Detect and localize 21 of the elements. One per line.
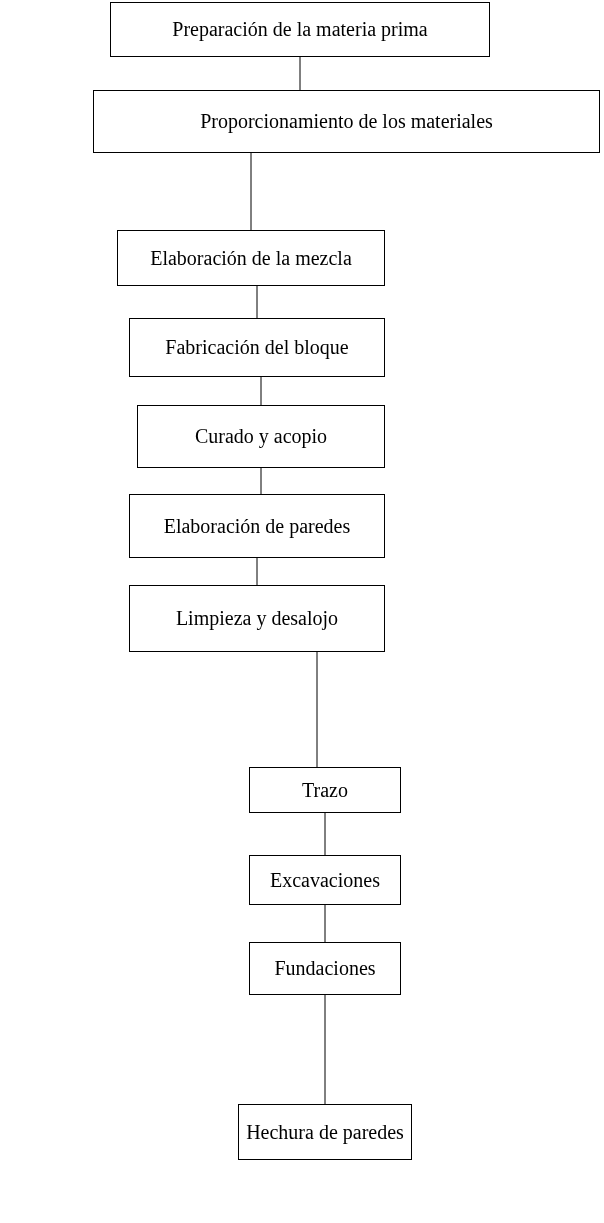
process-box: Curado y acopio <box>137 405 385 468</box>
process-box: Elaboración de paredes <box>129 494 385 558</box>
process-box: Fabricación del bloque <box>129 318 385 377</box>
connector-line <box>250 152 252 231</box>
connector-line <box>260 376 262 406</box>
process-box: Proporcionamiento de los materiales <box>93 90 600 153</box>
connector-line <box>316 651 318 768</box>
connector-line <box>324 812 326 856</box>
connector-line <box>299 56 301 91</box>
connector-line <box>324 904 326 943</box>
process-box: Excavaciones <box>249 855 401 905</box>
process-box: Hechura de paredes <box>238 1104 412 1160</box>
connector-line <box>260 467 262 495</box>
process-box: Fundaciones <box>249 942 401 995</box>
connector-line <box>256 285 258 319</box>
process-box: Preparación de la materia prima <box>110 2 490 57</box>
process-box: Trazo <box>249 767 401 813</box>
connector-line <box>256 557 258 586</box>
process-box: Limpieza y desalojo <box>129 585 385 652</box>
process-box: Elaboración de la mezcla <box>117 230 385 286</box>
connector-line <box>324 994 326 1105</box>
